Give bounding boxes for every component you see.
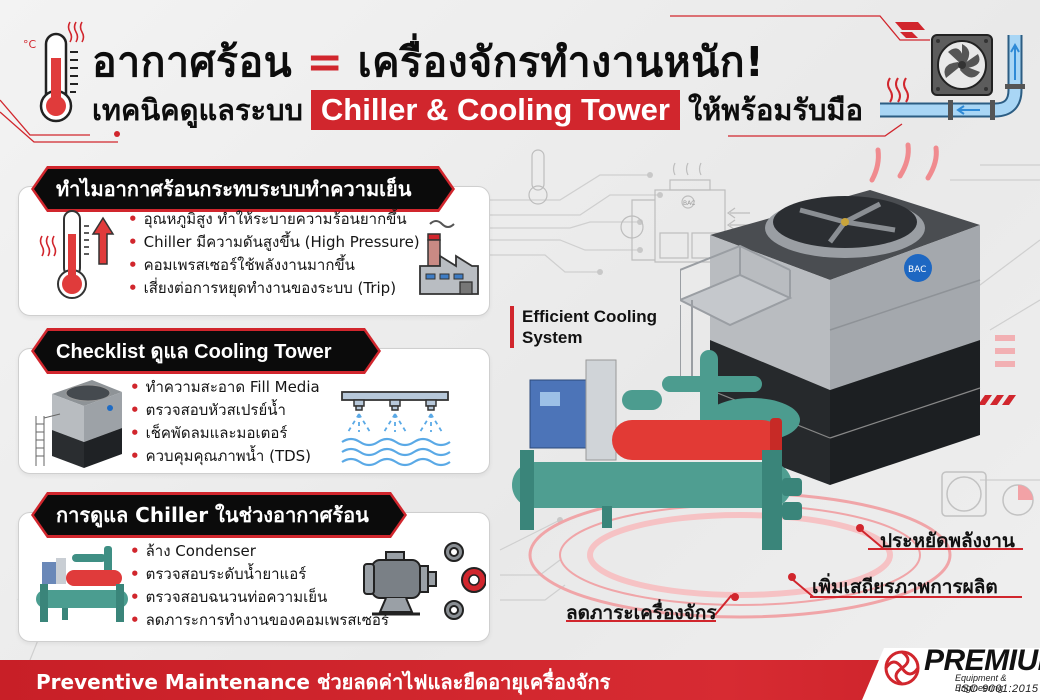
- subtitle-highlight-badge: Chiller & Cooling Tower: [310, 90, 680, 130]
- premium-logo-icon: [884, 650, 920, 686]
- bullet-item: เช็คพัดลมและมอเตอร์: [130, 422, 320, 445]
- bullet-item: ควบคุมคุณภาพน้ำ (TDS): [130, 445, 320, 468]
- header-thermometer-icon: °C: [23, 21, 85, 123]
- section-chiller-care-hot-weather: การดูแล Chiller ในช่วงอากาศร้อน ล้าง Con…: [18, 490, 490, 642]
- section-cooling-tower-checklist: Checklist ดูแล Cooling Tower ทำความสะอาด…: [18, 326, 490, 474]
- bullet-item: ตรวจสอบระดับน้ำยาแอร์: [130, 563, 389, 586]
- bullet-item: เสี่ยงต่อการหยุดทำงานของระบบ (Trip): [128, 277, 420, 300]
- title-machines-work-hard: เครื่องจักรทำงานหนัก!: [357, 38, 765, 86]
- callout-dot: [856, 524, 864, 532]
- company-logo-tagline: Equipment & Engineering: [955, 673, 1007, 693]
- company-logo-name: PREMIUM: [924, 644, 1040, 677]
- thermometer-rising-icon: [39, 210, 115, 299]
- bullet-item: ตรวจสอบฉนวนท่อความเย็น: [130, 586, 389, 609]
- section-title: ทำไมอากาศร้อนกระทบระบบทำความเย็น: [34, 169, 452, 209]
- schematic-bac-label: BAC: [683, 200, 695, 207]
- fan-pipe-cooling-icon: [880, 34, 1025, 120]
- chiller-image: [36, 546, 128, 622]
- title-hot-weather: อากาศร้อน: [92, 38, 293, 86]
- bullet-list: ทำความสะอาด Fill Media ตรวจสอบหัวสเปรย์น…: [130, 376, 320, 468]
- water-cooled-chiller-hero-image: [512, 350, 802, 550]
- cooling-tower-image: [35, 380, 122, 468]
- fan-and-pie-decor-icons: [941, 471, 1034, 517]
- bullet-item: Chiller มีความดันสูงขึ้น (High Pressure): [128, 231, 420, 254]
- efficient-cooling-tag: Efficient Cooling System: [510, 306, 657, 348]
- bullet-item: ล้าง Condenser: [130, 540, 389, 563]
- benefit-production-stability: เพิ่มเสถียรภาพการผลิต: [812, 576, 998, 598]
- benefit-save-energy: ประหยัดพลังงาน: [880, 530, 1015, 552]
- motor-gears-icon: [363, 542, 486, 620]
- title-equals-sign: =: [306, 37, 344, 88]
- callout-dot: [731, 593, 739, 601]
- bullet-list: อุณหภูมิสูง ทำให้ระบายความร้อนยากขึ้น Ch…: [128, 208, 420, 300]
- page-title: อากาศร้อน = เครื่องจักรทำงานหนัก!: [92, 30, 764, 95]
- section-why-heat-affects-cooling: ทำไมอากาศร้อนกระทบระบบทำความเย็น อุณหภูม…: [18, 164, 490, 316]
- benefit-reduce-machine-load: ลดภาระเครื่องจักร: [566, 602, 717, 624]
- subtitle-prefix: เทคนิคดูแลระบบ: [92, 93, 303, 127]
- bullet-list: ล้าง Condenser ตรวจสอบระดับน้ำยาแอร์ ตรว…: [130, 540, 389, 632]
- iso-certification: ISO 9001:2015: [958, 683, 1039, 695]
- callout-dot: [788, 573, 796, 581]
- factory-icon: [419, 220, 479, 295]
- section-title: Checklist ดูแล Cooling Tower: [34, 331, 378, 371]
- page-subtitle: เทคนิคดูแลระบบ Chiller & Cooling Tower ใ…: [92, 88, 863, 132]
- bullet-item: ตรวจสอบหัวสเปรย์น้ำ: [130, 399, 320, 422]
- bac-brand-badge: BAC: [908, 265, 926, 275]
- bullet-item: ทำความสะอาด Fill Media: [130, 376, 320, 399]
- bullet-item: อุณหภูมิสูง ทำให้ระบายความร้อนยากขึ้น: [128, 208, 420, 231]
- schematic-cooling-tower-illustration: BAC: [528, 149, 750, 263]
- subtitle-suffix: ให้พร้อมรับมือ: [687, 93, 863, 127]
- bullet-item: ลดภาระการทำงานของคอมเพรสเซอร์: [130, 609, 389, 632]
- bullet-item: คอมเพรสเซอร์ใช้พลังงานมากขึ้น: [128, 254, 420, 277]
- footer-tagline: Preventive Maintenance ช่วยลดค่าไฟและยืด…: [36, 670, 611, 694]
- spray-nozzle-water-icon: [341, 391, 451, 467]
- section-title: การดูแล Chiller ในช่วงอากาศร้อน: [34, 495, 404, 535]
- svg-text:°C: °C: [23, 38, 37, 51]
